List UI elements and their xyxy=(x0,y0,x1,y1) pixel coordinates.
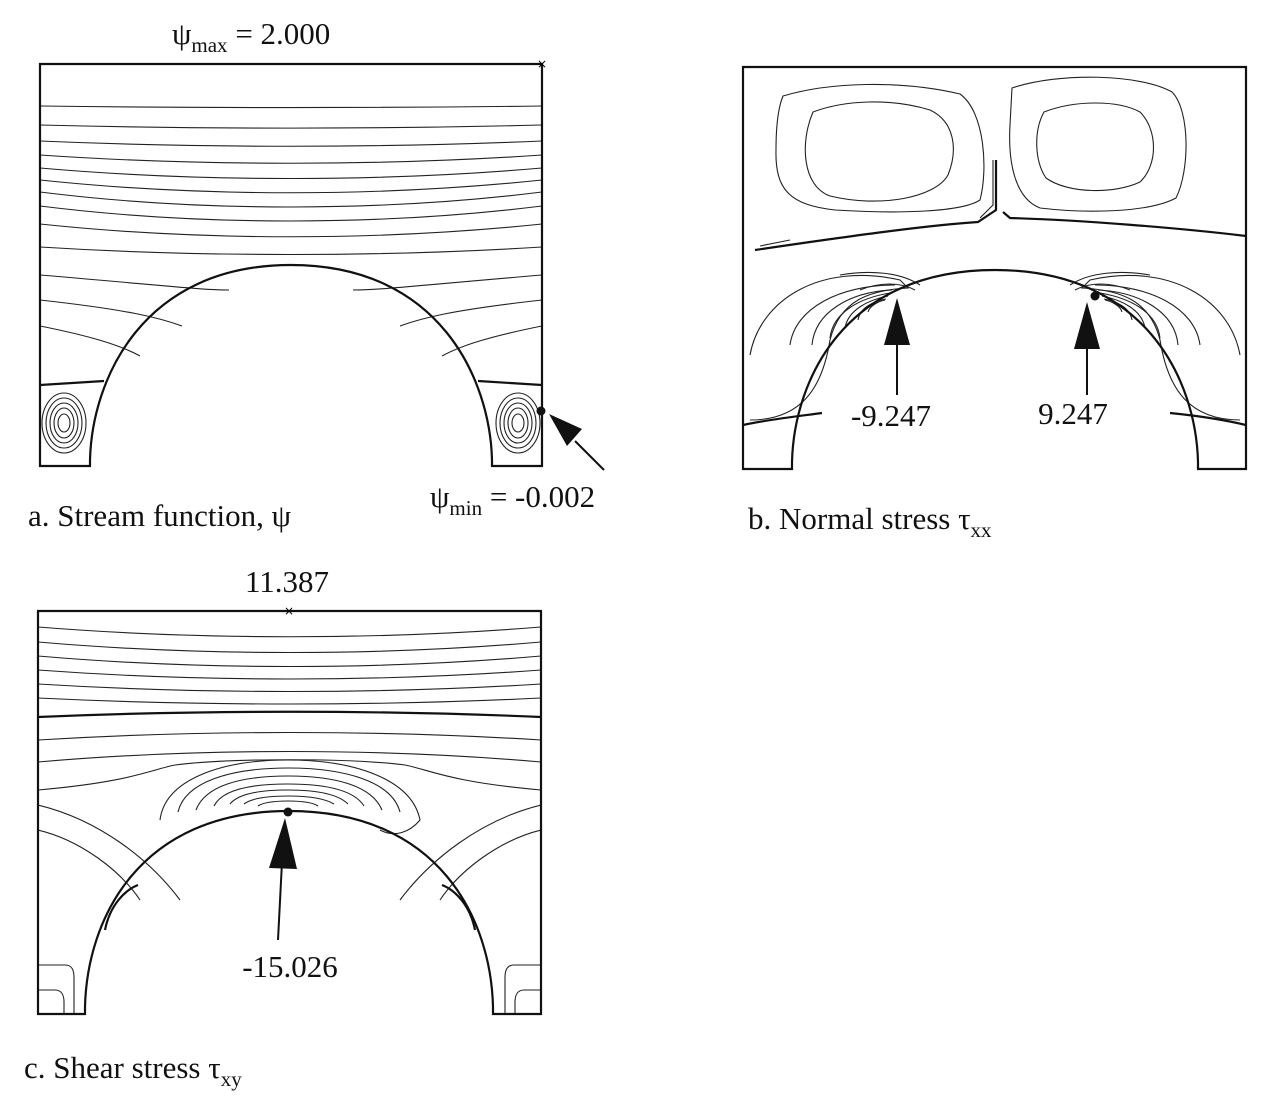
tau-xy-max-marker: × xyxy=(284,604,294,618)
tau-xy-min-label: -15.026 xyxy=(242,949,338,984)
stream-contours xyxy=(40,105,542,454)
panel-b-domain-boundary xyxy=(741,65,1248,471)
panel-c-shear-stress: 11.387 xyxy=(24,564,543,1091)
panel-b-caption: b. Normal stress τxx xyxy=(748,501,992,542)
shear-arrow-shaft xyxy=(277,861,283,941)
panel-a-caption: a. Stream function, ψ xyxy=(28,498,292,533)
tau-xx-min-label: -9.247 xyxy=(851,398,931,433)
psi-min-point xyxy=(536,406,546,416)
psi-max-marker: × xyxy=(537,57,547,71)
shear-stress-contours xyxy=(38,626,541,1014)
left-arrowhead xyxy=(884,298,910,345)
tau-xy-min-point xyxy=(283,807,293,817)
panel-b-normal-stress: -9.247 9.247 b. Normal stress τxx xyxy=(741,65,1248,542)
psi-min-label: ψmin = -0.002 xyxy=(430,479,595,520)
panel-a-domain-boundary xyxy=(38,62,544,468)
panel-a-stream-function: ψmax = 2.000 xyxy=(28,16,605,533)
right-arrowhead xyxy=(1074,302,1100,349)
psi-max-label: ψmax = 2.000 xyxy=(172,16,330,57)
panel-c-caption: c. Shear stress τxy xyxy=(24,1050,242,1091)
psi-min-arrowhead xyxy=(549,414,582,446)
shear-arrowhead xyxy=(269,818,297,869)
psi-min-arrow-shaft xyxy=(574,440,605,471)
tau-xy-max-label: 11.387 xyxy=(245,564,329,599)
tau-xx-max-point xyxy=(1090,291,1100,301)
normal-stress-contours xyxy=(743,76,1246,427)
tau-xx-max-label: 9.247 xyxy=(1038,396,1108,431)
